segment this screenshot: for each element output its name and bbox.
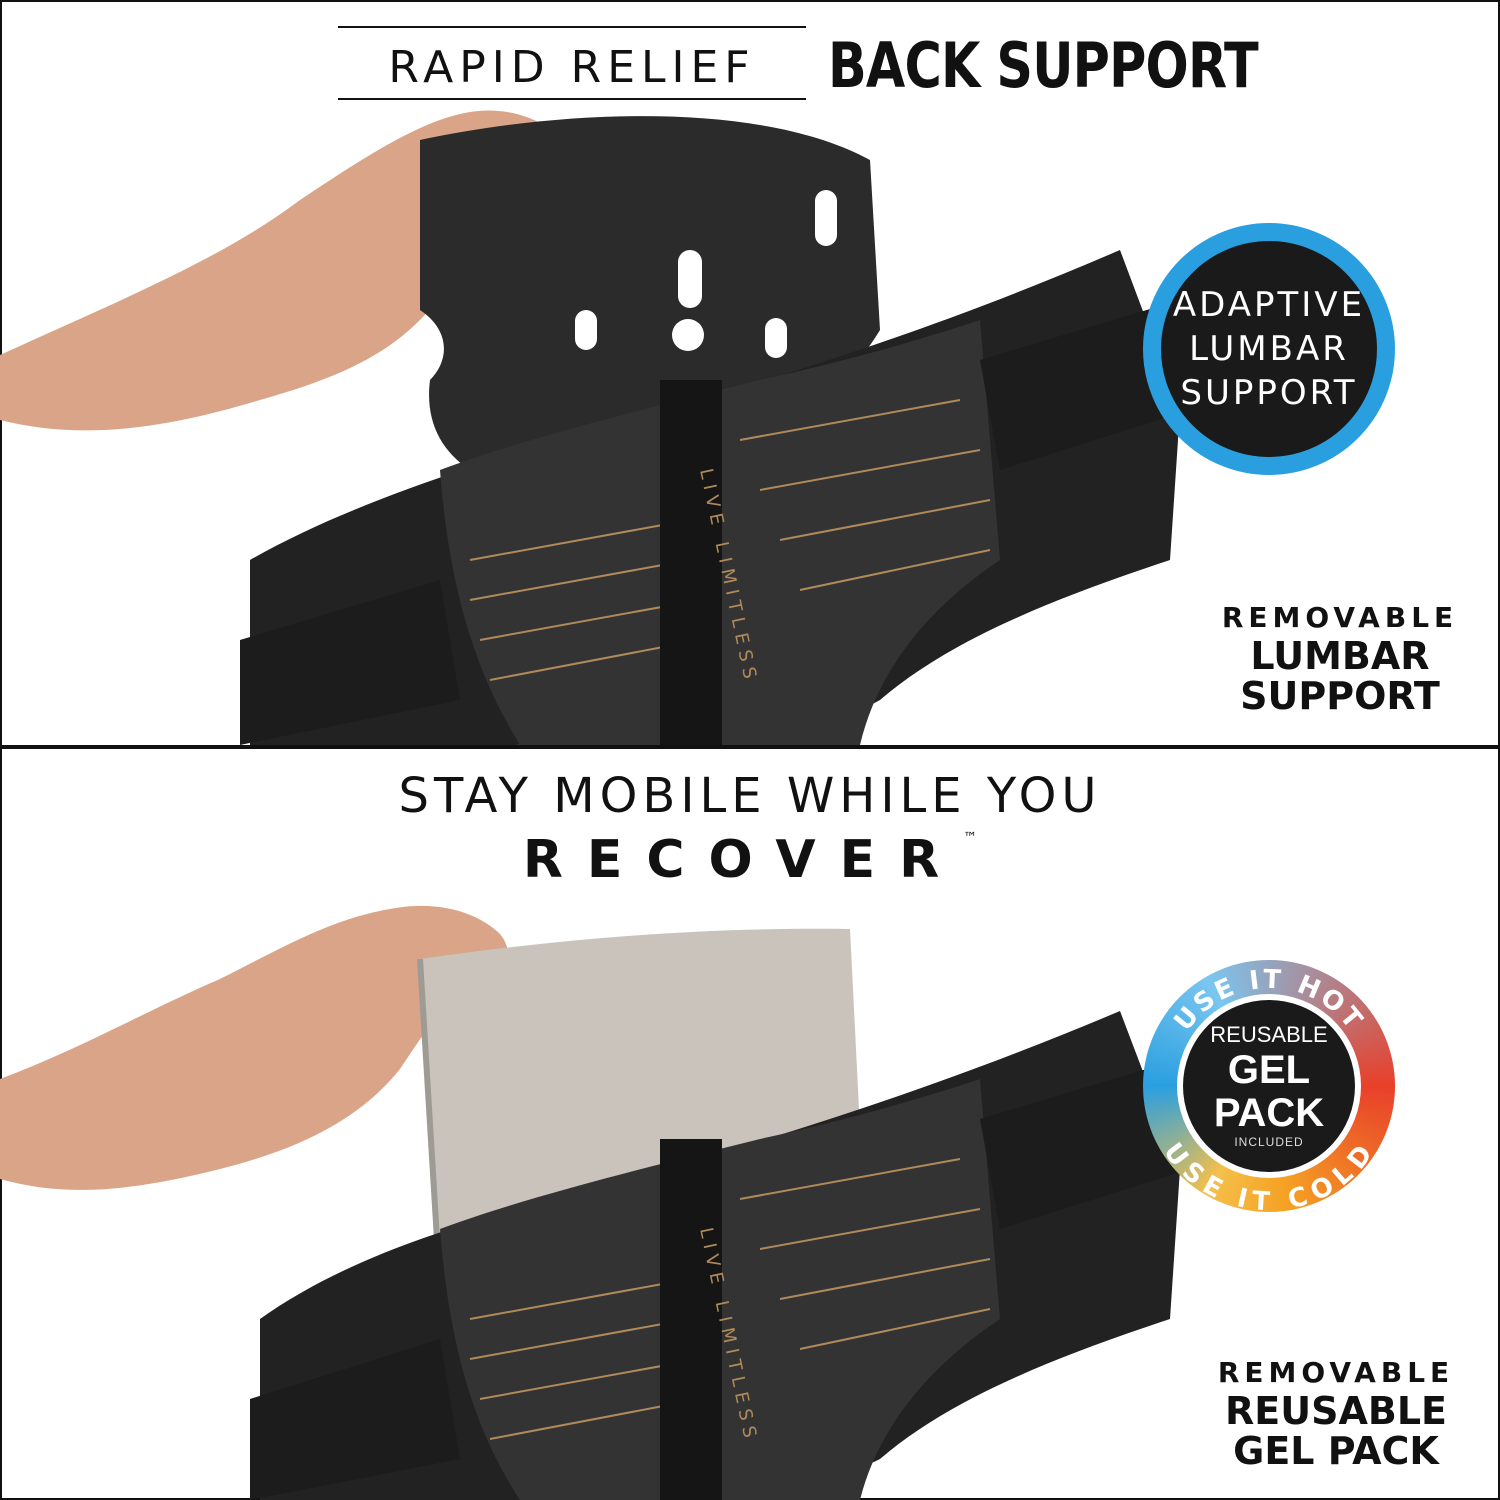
removable-gel-caption: REMOVABLE REUSABLE GEL PACK	[1200, 1355, 1472, 1471]
arm	[0, 905, 508, 1190]
caption-line-3: GEL PACK	[1233, 1429, 1439, 1473]
headline-line-1: STAY MOBILE WHILE YOU	[398, 768, 1102, 824]
caption-line-3: SUPPORT	[1240, 674, 1440, 718]
removable-lumbar-caption: REMOVABLE LUMBAR SUPPORT	[1212, 600, 1468, 716]
adaptive-lumbar-badge: ADAPTIVE LUMBAR SUPPORT	[1143, 223, 1395, 475]
badge-line-3: SUPPORT	[1180, 373, 1358, 413]
badge-center: REUSABLE GEL PACK INCLUDED	[1177, 994, 1361, 1178]
left-strap	[240, 580, 460, 745]
right-strap	[980, 300, 1190, 470]
badge-reusable: REUSABLE	[1210, 1022, 1328, 1047]
lumbar-plate-illustration: LIVE LIMITLESS	[0, 110, 1190, 745]
right-strap	[980, 1059, 1190, 1229]
title-light: RAPID RELIEF	[338, 26, 806, 100]
plate-holes	[575, 190, 837, 358]
badge-pack: PACK	[1213, 1091, 1325, 1135]
headline-recover: RECOVER	[522, 830, 964, 890]
caption-line-1: REMOVABLE	[1217, 1356, 1455, 1389]
center-panel	[660, 380, 722, 745]
trademark-symbol: ™	[963, 830, 978, 846]
panel-divider	[0, 745, 1500, 749]
badge-line-1: ADAPTIVE	[1172, 285, 1366, 325]
gel-pack-badge: USE IT HOT USE IT COLD REUSABLE GEL PACK…	[1143, 960, 1395, 1212]
caption-line-1: REMOVABLE	[1221, 601, 1459, 634]
badge-gel: GEL	[1227, 1048, 1311, 1092]
caption-line-2: REUSABLE	[1225, 1389, 1447, 1433]
center-panel	[660, 1139, 722, 1500]
gel-pack-illustration: LIVE LIMITLESS	[0, 905, 1190, 1500]
left-strap	[250, 1339, 460, 1500]
title-bold: BACK SUPPORT	[828, 29, 1259, 102]
top-panel: RAPID RELIEF BACK SUPPORT	[0, 0, 1500, 745]
badge-included: INCLUDED	[1234, 1135, 1304, 1149]
caption-line-2: LUMBAR	[1250, 634, 1430, 678]
top-header: RAPID RELIEF BACK SUPPORT	[0, 22, 1500, 102]
headline-line-2: RECOVER™	[0, 830, 1500, 890]
badge-line-2: LUMBAR	[1189, 329, 1349, 369]
